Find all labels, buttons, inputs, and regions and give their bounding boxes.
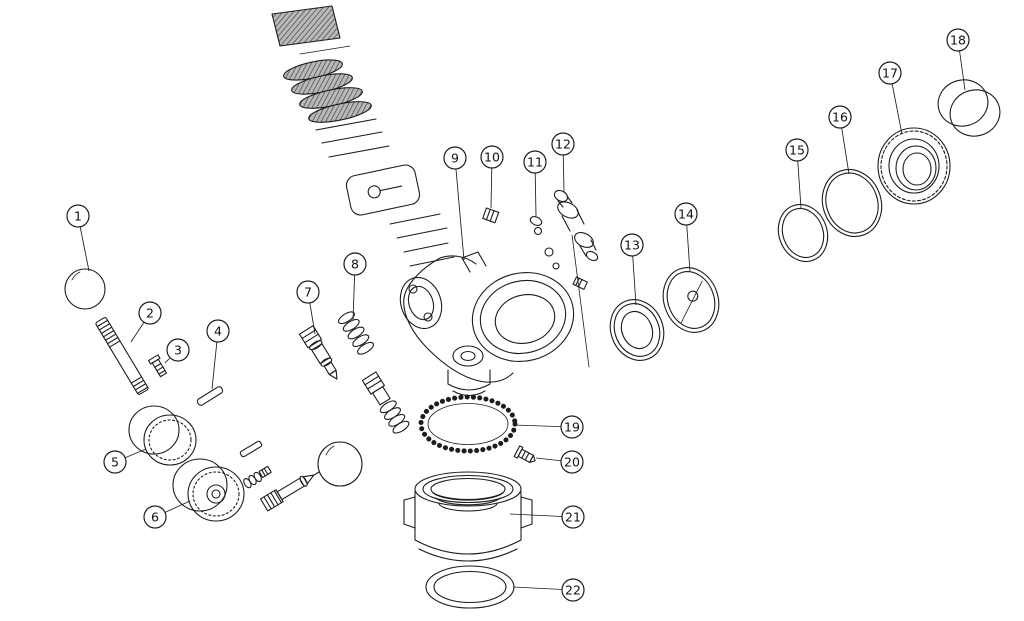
callout-9	[443, 146, 467, 170]
diaphragm-housing	[345, 164, 421, 216]
body-side-screw	[572, 276, 588, 290]
callout-4	[206, 319, 230, 343]
part-ring-15	[777, 203, 829, 263]
callout-number-9: 9	[451, 150, 459, 165]
part-ball-large	[317, 441, 363, 487]
part-set-screw-10	[482, 207, 500, 224]
callout-12	[551, 132, 575, 156]
part-knurled-knob-6	[172, 458, 245, 522]
part-end-cap-18	[937, 79, 1001, 137]
callout-number-17: 17	[882, 65, 898, 80]
part-hose-fitting-12	[544, 189, 599, 270]
top-stack-assembly	[271, 5, 448, 239]
part-coupling-nut-21	[403, 471, 533, 562]
part-cartridge-7	[298, 325, 338, 380]
callout-number-10: 10	[484, 149, 500, 164]
callout-8	[343, 252, 367, 276]
part-screw-20	[513, 445, 536, 463]
callout-5	[103, 450, 127, 474]
part-ring-16	[821, 168, 883, 238]
part-spring-8	[337, 311, 375, 355]
callout-20	[560, 450, 584, 474]
part-cartridge-lower	[361, 371, 410, 434]
part-ball-1	[64, 268, 106, 310]
filter-plate	[271, 5, 341, 47]
callout-21	[561, 505, 585, 529]
part-spring-screw	[243, 465, 272, 489]
part-seal-ring-13	[609, 299, 665, 361]
callout-number-15: 15	[789, 142, 805, 157]
part-threaded-collar-17	[877, 127, 951, 205]
callout-number-12: 12	[555, 136, 571, 151]
callout-number-8: 8	[351, 256, 359, 271]
callout-number-18: 18	[950, 32, 966, 47]
callout-number-19: 19	[564, 419, 580, 434]
callout-number-16: 16	[832, 109, 848, 124]
callout-number-4: 4	[214, 323, 222, 338]
callout-13	[620, 233, 644, 257]
callout-number-22: 22	[565, 582, 581, 597]
callout-number-21: 21	[565, 509, 581, 524]
part-pin-4	[196, 386, 224, 406]
callout-number-13: 13	[624, 237, 640, 252]
callout-15	[785, 138, 809, 162]
callout-number-6: 6	[151, 509, 159, 524]
callout-number-1: 1	[74, 208, 82, 223]
part-pin-small	[239, 440, 263, 458]
callout-16	[828, 105, 852, 129]
callout-18	[946, 28, 970, 52]
callout-number-7: 7	[304, 284, 312, 299]
callout-6	[143, 505, 167, 529]
callout-11	[523, 150, 547, 174]
callout-number-20: 20	[564, 454, 580, 469]
callout-1	[66, 204, 90, 228]
callout-22	[561, 578, 585, 602]
callout-10	[480, 145, 504, 169]
part-disc-14	[662, 267, 720, 333]
part-cap-5	[128, 405, 197, 466]
part-bead-chain-ring-19	[418, 394, 518, 454]
part-threaded-stem-2	[95, 317, 149, 395]
part-screw-washer-11	[529, 216, 543, 236]
part-valve-body-9	[399, 234, 590, 397]
callout-number-3: 3	[174, 342, 182, 357]
callout-2	[138, 301, 162, 325]
callout-3	[166, 338, 190, 362]
callout-7	[296, 280, 320, 304]
callout-number-14: 14	[678, 206, 694, 221]
callout-number-11: 11	[527, 154, 543, 169]
part-stem-assembly	[259, 471, 320, 512]
callout-number-2: 2	[146, 305, 154, 320]
callout-17	[878, 61, 902, 85]
part-set-screw-3	[147, 354, 168, 378]
callout-14	[674, 202, 698, 226]
callout-number-5: 5	[111, 454, 119, 469]
callout-leader-9	[454, 157, 465, 261]
callout-19	[560, 415, 584, 439]
part-gasket-22	[425, 565, 515, 609]
